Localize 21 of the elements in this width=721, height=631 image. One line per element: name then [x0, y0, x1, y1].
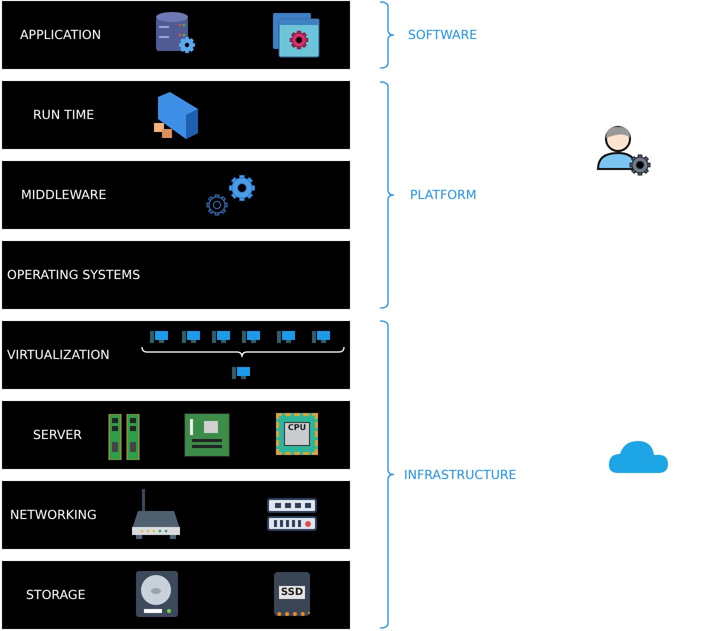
layer-bar — [2, 561, 350, 629]
layer-label: NETWORKING — [10, 507, 97, 523]
layer-bar — [2, 81, 350, 149]
layer-label: RUN TIME — [33, 107, 94, 123]
layer-bar — [2, 1, 350, 69]
chip-label: CPU — [288, 423, 306, 433]
layer-label: APPLICATION — [20, 27, 102, 43]
layer-label: MIDDLEWARE — [21, 187, 106, 203]
layer-label: OPERATING SYSTEMS — [7, 267, 140, 283]
ssd-label: SSD — [278, 586, 306, 598]
group-label: PLATFORM — [410, 187, 477, 203]
layer-bar — [2, 321, 350, 389]
layer-label: STORAGE — [26, 587, 86, 603]
group-label: INFRASTRUCTURE — [404, 466, 516, 482]
layer-bar — [2, 241, 350, 309]
group-label: SOFTWARE — [408, 27, 478, 43]
layer-label: SERVER — [33, 427, 82, 443]
layer-bar — [2, 481, 350, 549]
layer-bar — [2, 161, 350, 229]
layer-bar — [2, 401, 350, 469]
layer-label: VIRTUALIZATION — [7, 347, 110, 363]
